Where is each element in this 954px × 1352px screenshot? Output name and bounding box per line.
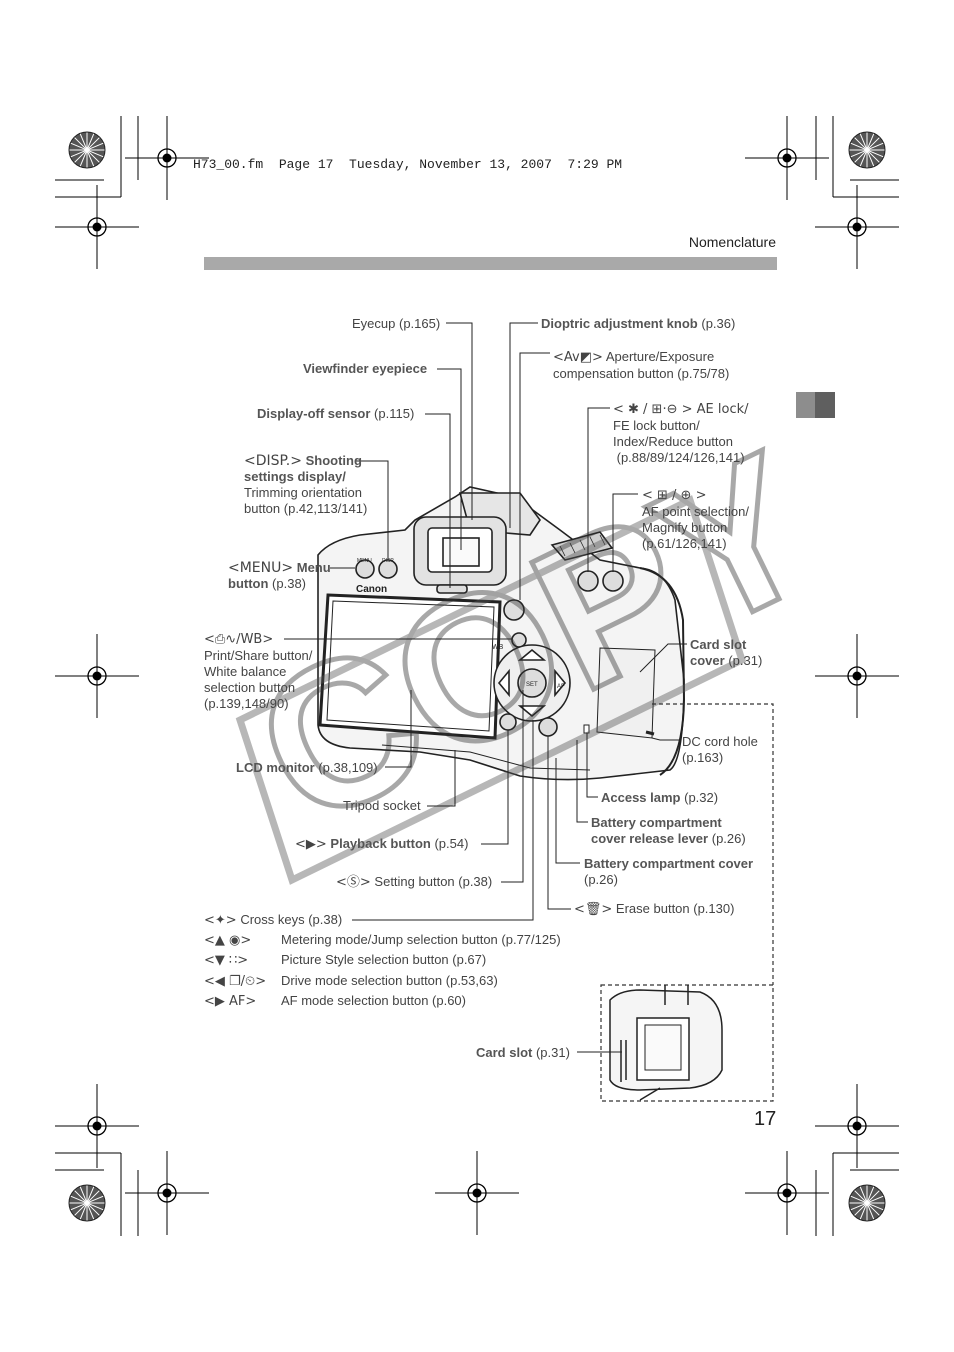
crop-marks (55, 116, 899, 1236)
camera-menu-key: MENU (357, 558, 372, 564)
cross-key-up: <▲ ◉> (204, 933, 252, 948)
cross-key-right-text: AF mode selection button (p.60) (281, 993, 466, 1008)
label-dc-cord: DC cord hole (p.163) (682, 734, 758, 765)
camera-brand: Canon (356, 584, 387, 595)
camera-illustration (317, 486, 686, 781)
label-print-share: <⎙∿/WB> Print/Share button/ White balanc… (204, 632, 313, 711)
label-lcd: LCD monitor (p.38,109) (236, 760, 378, 775)
label-eyecup: Eyecup (p.165) (352, 316, 441, 331)
cross-key-down-text: Picture Style selection button (p.67) (281, 952, 487, 967)
label-battery-cover: Battery compartment cover (p.26) (584, 856, 754, 887)
card-slot-frame (600, 703, 774, 1102)
card-slot-inset (609, 985, 723, 1101)
cross-key-left: <◀ ❐/⏲> (204, 974, 267, 989)
header-page: Page 17 (278, 157, 334, 172)
label-menu-button: <MENU> Menu button (p.38) (228, 560, 331, 591)
chapter-tab (796, 392, 835, 418)
header-file: H73_00.fm (193, 157, 264, 172)
label-disp-button: <DISP.> Shooting settings display/ Trimm… (244, 453, 368, 516)
label-tripod: Tripod socket (343, 798, 421, 813)
cross-key-right: <▶ AF> (204, 994, 257, 1009)
cross-key-left-text: Drive mode selection button (p.53,63) (281, 973, 498, 988)
section-title: Nomenclature (688, 234, 776, 250)
chapter-tab-marker (815, 392, 835, 418)
camera-set-key: SET (526, 682, 538, 688)
label-af-point: < ⊞ / ⊕ > AF point selection/ Magnify bu… (642, 488, 749, 551)
label-aperture: <Av◩> Aperture/Exposure compensation but… (553, 349, 730, 381)
leader-lines (284, 322, 687, 1053)
label-dioptric: Dioptric adjustment knob (p.36) (541, 316, 736, 331)
label-card-slot: Card slot (p.31) (476, 1045, 570, 1060)
header-time: 7:29 PM (567, 157, 623, 172)
camera-disp-key: DISP. (382, 558, 394, 564)
label-access-lamp: Access lamp (p.32) (601, 790, 719, 805)
label-setting: <Ⓢ> Setting button (p.38) (336, 874, 493, 890)
label-cross-keys: <✦> Cross keys (p.38) (204, 912, 343, 928)
page-number: 17 (754, 1108, 777, 1130)
label-battery-lever: Battery compartment cover release lever … (591, 815, 746, 846)
title-bar (204, 257, 777, 270)
label-playback: <▶> Playback button (p.54) (295, 836, 469, 852)
header-date: Tuesday, November 13, 2007 (349, 157, 552, 172)
label-erase: <🗑> Erase button (p.130) (574, 901, 735, 917)
cross-key-up-text: Metering mode/Jump selection button (p.7… (281, 932, 561, 947)
camera-af-key: AF (557, 684, 565, 690)
print-header: H73_00.fm Page 17 Tuesday, November 13, … (193, 157, 622, 172)
cross-key-down: <▼ ∷> (204, 953, 249, 968)
label-viewfinder: Viewfinder eyepiece (303, 361, 428, 376)
camera-wb-key: WB (492, 644, 504, 651)
label-ae-lock: < ✱ / ⊞·⊖ > AE lock/ FE lock button/ Ind… (613, 402, 749, 465)
label-card-slot-cover: Card slot cover (p.31) (690, 637, 763, 668)
label-display-off: Display-off sensor (p.115) (257, 406, 415, 421)
